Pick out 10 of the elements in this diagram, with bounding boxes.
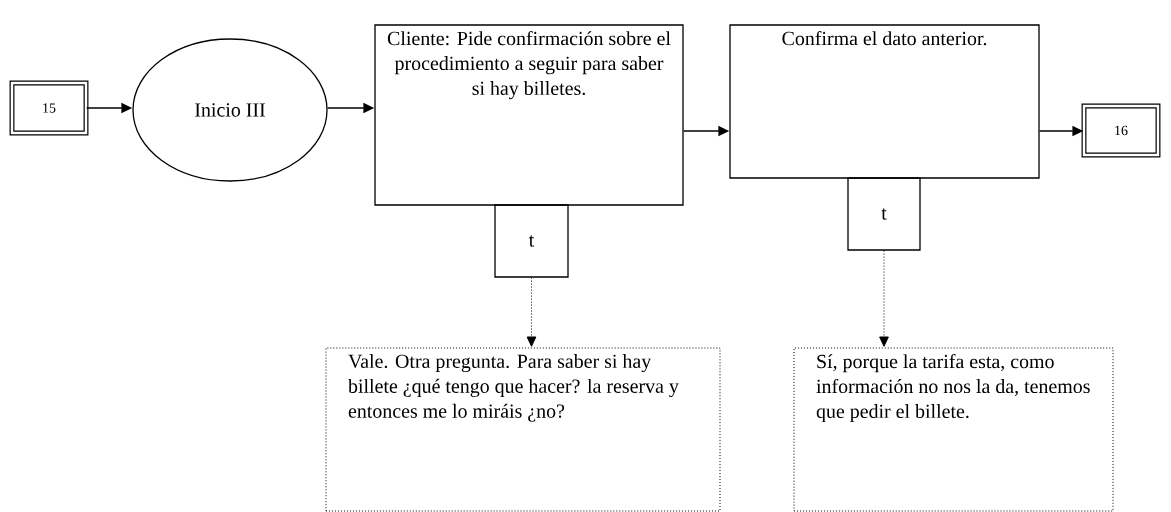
note-box: Vale. Otra pregunta. Para saber si hay billete ¿qué tengo que hacer? la reserva y entonces me lo miráis ¿no?: [325, 347, 721, 512]
arrow: [879, 250, 889, 347]
connector-box: 16: [1081, 103, 1161, 158]
tab-box: t: [494, 204, 569, 278]
process-box: Confirma el dato anterior.: [729, 24, 1040, 179]
tab-box: t: [847, 177, 921, 251]
process-box: Cliente: Pide confirmación sobre el procedimiento a seguir para saber si hay billetes.: [374, 24, 684, 206]
note-box: Sí, porque la tarifa esta, como información no nos la da, tenemos que pedir el billete.: [793, 347, 1114, 512]
connector-box: 15: [9, 80, 89, 136]
arrow: [526, 277, 537, 347]
